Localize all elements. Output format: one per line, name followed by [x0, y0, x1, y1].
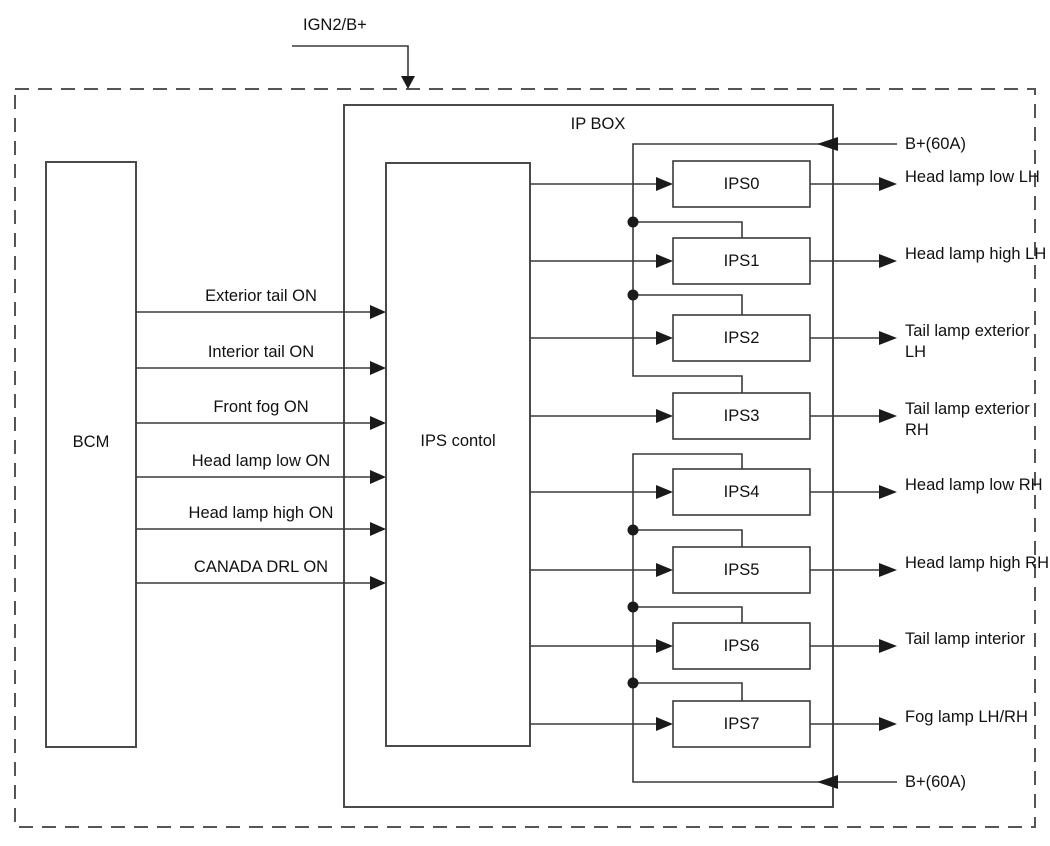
arrowhead-right	[656, 639, 673, 653]
system-boundary	[14, 88, 1036, 828]
signal-label-headlamp-low: Head lamp low ON	[191, 452, 331, 470]
arrowhead-right	[879, 254, 897, 268]
output-label-ips5: Head lamp high RH	[905, 553, 1050, 574]
ips-control-label: IPS contol	[386, 431, 530, 452]
ips-control-label-line2: contol	[451, 432, 496, 450]
output-label-ips3: Tail lamp exterior RH	[905, 399, 1050, 441]
output-line1: Head lamp	[905, 245, 985, 263]
signal-label-headlamp-high: Head lamp high ON	[188, 504, 334, 522]
output-label-ips7: Fog lamp LH/RH	[905, 707, 1050, 728]
arrowhead-right	[879, 409, 897, 423]
wire-bus-jog-ips2	[633, 294, 743, 315]
wire-bus-jog-ips5	[633, 529, 743, 547]
ips0-label: IPS0	[723, 174, 760, 193]
arrowhead-right	[879, 177, 897, 191]
wire-bplus-top-bus	[632, 143, 897, 393]
ips5-label: IPS5	[723, 560, 760, 579]
ips4-label: IPS4	[723, 482, 760, 501]
arrowhead-right	[370, 522, 386, 536]
output-line2: LH/RH	[978, 708, 1028, 726]
output-line1: Tail lamp	[905, 400, 971, 418]
arrowhead-left-bplus-bottom	[817, 775, 838, 789]
wire-bus-jog-ips1	[633, 221, 743, 238]
output-label-ips0: Head lamp low LH	[905, 167, 1050, 188]
output-line1: Head lamp	[905, 554, 985, 572]
arrowhead-down-ign2	[401, 76, 415, 89]
bplus-top-label: B+(60A)	[905, 135, 966, 153]
output-line1: Head lamp	[905, 168, 985, 186]
arrowhead-right	[879, 485, 897, 499]
output-line1: Head lamp	[905, 476, 985, 494]
wire-ign2-entry	[292, 45, 409, 78]
ips6-label: IPS6	[723, 636, 760, 655]
arrowhead-right	[370, 576, 386, 590]
ips1-label: IPS1	[723, 251, 760, 270]
arrowhead-right	[656, 563, 673, 577]
ip-box-outline	[343, 104, 834, 808]
signal-label-front-fog: Front fog ON	[213, 398, 309, 416]
wire-bus-jog-ips6	[633, 606, 743, 623]
signal-label-exterior-tail: Exterior tail ON	[205, 287, 317, 305]
arrowhead-right	[879, 563, 897, 577]
output-line1: Fog lamp	[905, 708, 974, 726]
arrowhead-right	[656, 409, 673, 423]
arrowhead-right	[370, 470, 386, 484]
output-line1: Tail lamp	[905, 630, 971, 648]
output-label-ips1: Head lamp high LH	[905, 244, 1050, 265]
bcm-box-outline	[45, 161, 137, 748]
output-label-ips2: Tail lamp exterior LH	[905, 321, 1050, 363]
output-line2: exterior LH	[905, 322, 1030, 361]
ign2-input-label: IGN2/B+	[303, 16, 367, 34]
ips-control-label-line1: IPS	[420, 432, 447, 450]
arrowhead-right	[879, 331, 897, 345]
junction-dot	[627, 216, 639, 228]
ips-control-box-outline	[385, 162, 531, 747]
junction-dot	[627, 289, 639, 301]
arrowhead-right	[370, 416, 386, 430]
output-line2: low LH	[989, 168, 1040, 186]
signal-label-interior-tail: Interior tail ON	[207, 343, 315, 361]
ip-box-title: IP BOX	[570, 115, 626, 133]
junction-dot	[627, 677, 639, 689]
arrowhead-right	[656, 331, 673, 345]
arrowhead-right	[370, 361, 386, 375]
output-label-ips4: Head lamp low RH	[905, 475, 1050, 496]
bplus-bottom-label: B+(60A)	[905, 773, 966, 791]
junction-dot	[627, 524, 639, 536]
arrowhead-right	[370, 305, 386, 319]
output-line2: high LH	[989, 245, 1047, 263]
output-line2: interior	[974, 630, 1026, 648]
arrowhead-right	[879, 717, 897, 731]
bcm-label: BCM	[72, 433, 110, 451]
arrowhead-right	[656, 717, 673, 731]
wire-bus-jog-ips7	[633, 682, 743, 701]
output-label-ips6: Tail lamp interior	[905, 629, 1050, 650]
ips7-label: IPS7	[723, 714, 760, 733]
output-line2: high RH	[989, 554, 1050, 572]
arrowhead-left-bplus-top	[817, 137, 838, 151]
arrowhead-right	[656, 254, 673, 268]
arrowhead-right	[656, 177, 673, 191]
wire-bplus-bottom-bus	[632, 453, 897, 783]
junction-dot	[627, 601, 639, 613]
output-line1: Tail lamp	[905, 322, 971, 340]
output-line2: low RH	[989, 476, 1043, 494]
signal-label-canada-drl: CANADA DRL ON	[193, 558, 329, 576]
output-line2: exterior RH	[905, 400, 1030, 439]
ips3-label: IPS3	[723, 406, 760, 425]
ips2-label: IPS2	[723, 328, 760, 347]
arrowhead-right	[879, 639, 897, 653]
arrowhead-right	[656, 485, 673, 499]
